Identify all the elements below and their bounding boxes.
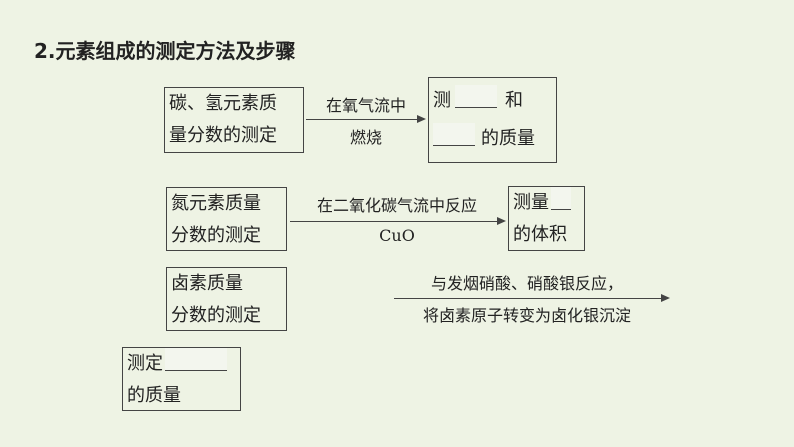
n-box-line1: 氮元素质量 bbox=[171, 193, 261, 214]
ch-arrow-above: 在氧气流中 bbox=[325, 96, 406, 115]
ch-box-line1: 碳、氢元素质 bbox=[169, 93, 277, 114]
n-result-text: 的体积 bbox=[513, 224, 567, 245]
blank-1 bbox=[455, 85, 497, 108]
blank-2 bbox=[433, 123, 475, 146]
ch-result-text: 和 bbox=[505, 90, 523, 111]
x-arrow bbox=[394, 294, 670, 302]
section-title: 2.元素组成的测定方法及步骤 bbox=[34, 39, 296, 63]
x-method-box: 卤素质量 分数的测定 bbox=[166, 267, 287, 331]
ch-result-text: 测 bbox=[433, 90, 451, 111]
x-arrow-below: 将卤素原子转变为卤化银沉淀 bbox=[422, 306, 631, 325]
x-result-text: 测定 bbox=[127, 353, 163, 374]
x-result-text: 的质量 bbox=[127, 385, 181, 406]
ch-arrow-below: 燃烧 bbox=[349, 128, 382, 147]
x-result-box: 测定 的质量 bbox=[122, 347, 241, 411]
blank-4 bbox=[165, 348, 227, 371]
ch-arrow bbox=[306, 115, 426, 123]
n-box-line2: 分数的测定 bbox=[171, 225, 261, 246]
n-arrow-below: CuO bbox=[379, 226, 415, 245]
blank-3 bbox=[551, 187, 571, 210]
ch-box-line2: 量分数的测定 bbox=[169, 125, 277, 146]
ch-method-box: 碳、氢元素质 量分数的测定 bbox=[164, 87, 304, 153]
x-box-line2: 分数的测定 bbox=[171, 305, 261, 326]
n-arrow bbox=[290, 217, 506, 225]
ch-result-box: 测 和 的质量 bbox=[428, 77, 557, 163]
n-result-box: 测量 的体积 bbox=[508, 186, 585, 251]
x-box-line1: 卤素质量 bbox=[171, 273, 243, 294]
n-arrow-above: 在二氧化碳气流中反应 bbox=[316, 196, 477, 215]
n-result-text: 测量 bbox=[513, 192, 549, 213]
x-arrow-above: 与发烟硝酸、硝酸银反应， bbox=[430, 274, 623, 293]
n-method-box: 氮元素质量 分数的测定 bbox=[166, 187, 287, 251]
ch-result-text: 的质量 bbox=[481, 128, 535, 149]
